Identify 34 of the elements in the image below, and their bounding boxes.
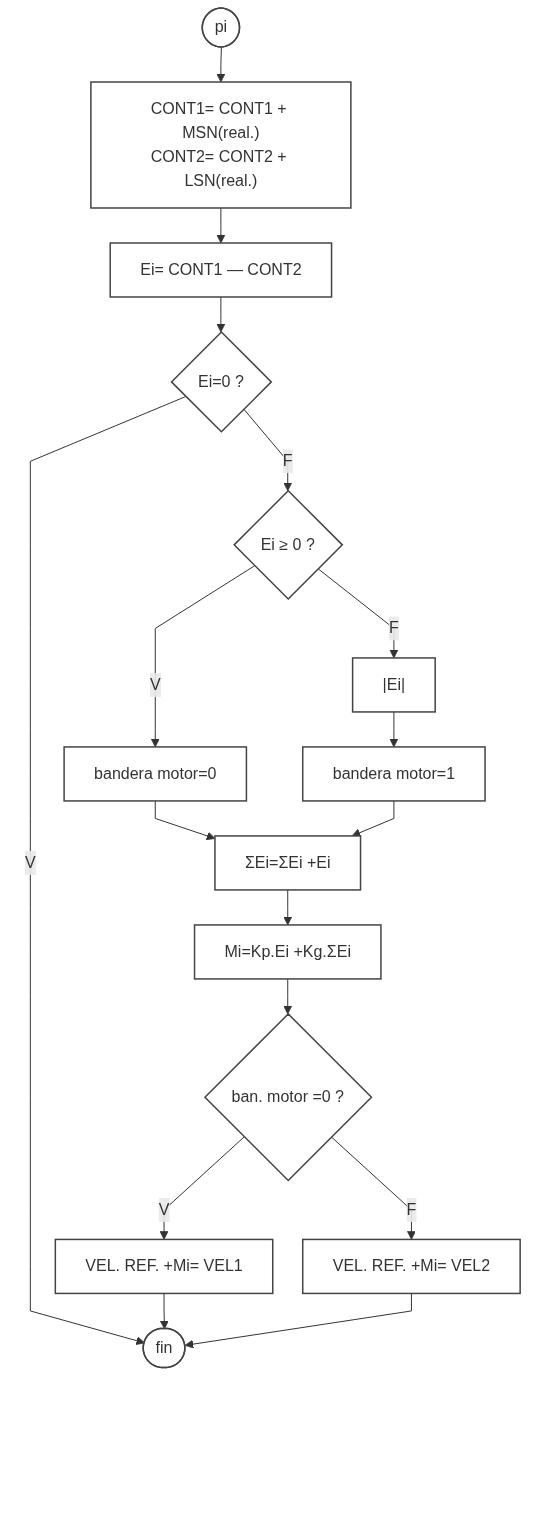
arrow bbox=[160, 1136, 246, 1240]
arrow bbox=[389, 711, 399, 748]
node-box: bandera motor=1 bbox=[302, 746, 487, 802]
node-box: bandera motor=0 bbox=[63, 746, 248, 802]
arrow bbox=[216, 47, 226, 83]
node-diamond: Ei=0 ? bbox=[170, 330, 273, 433]
arrow bbox=[317, 568, 399, 659]
arrow bbox=[216, 207, 226, 244]
node-box: VEL. REF. +Mi= VEL2 bbox=[302, 1238, 522, 1295]
node-box: CONT1= CONT1 + MSN(real.) CONT2= CONT2 + LSN(real.) bbox=[90, 81, 353, 209]
node-diamond: Ei ≥ 0 ? bbox=[233, 489, 344, 600]
node-box: ΣEi=ΣEi +Ei bbox=[214, 835, 362, 891]
arrow bbox=[155, 800, 216, 841]
arrow bbox=[352, 800, 395, 837]
arrow bbox=[243, 408, 293, 492]
arrow bbox=[185, 1292, 413, 1349]
node-box: |Ei| bbox=[352, 657, 437, 713]
arrow bbox=[216, 296, 226, 333]
arrow bbox=[283, 978, 293, 1015]
edge-label: F bbox=[406, 1200, 417, 1218]
node-diamond: ban. motor =0 ? bbox=[204, 1012, 373, 1182]
node-box: VEL. REF. +Mi= VEL1 bbox=[55, 1238, 274, 1295]
edge-label: V bbox=[159, 1200, 170, 1218]
node-box: Ei= CONT1 — CONT2 bbox=[109, 242, 333, 298]
edge-label: V bbox=[25, 853, 37, 871]
node-box: Mi=Kp.Ei +Kg.ΣEi bbox=[194, 924, 383, 980]
arrow bbox=[30, 396, 187, 1345]
edge-label: F bbox=[389, 619, 400, 637]
arrow bbox=[283, 889, 293, 926]
arrow bbox=[331, 1136, 417, 1240]
arrow bbox=[151, 565, 256, 748]
edge-label: V bbox=[150, 675, 162, 693]
arrow bbox=[160, 1292, 170, 1330]
edge-label: F bbox=[283, 452, 294, 470]
